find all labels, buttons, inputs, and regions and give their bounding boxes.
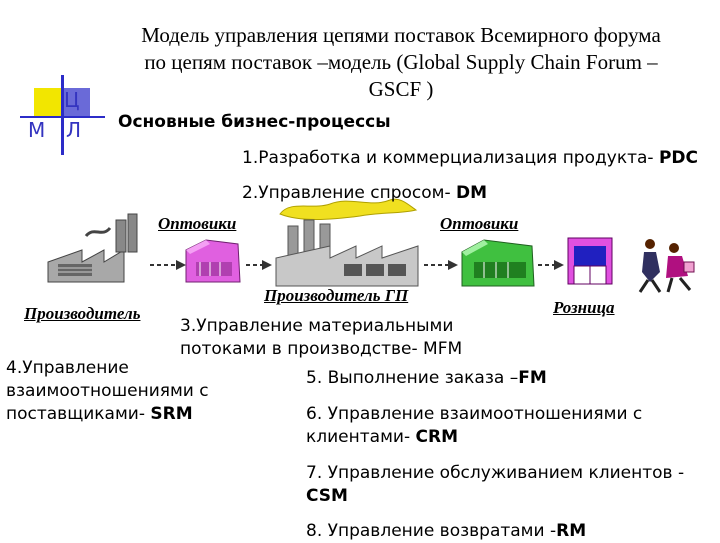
process-1-text: 1.Разработка и коммерциализация продукта… (242, 148, 659, 168)
process-7-acronym: CSM (306, 485, 684, 508)
process-2-acronym: DM (456, 183, 487, 203)
process-6-line-2: клиентами- CRM (306, 426, 642, 449)
process-8-acronym: RM (556, 521, 586, 541)
warehouse-icon (186, 240, 240, 282)
arrow-icon (538, 260, 564, 270)
process-8-text: 8. Управление возвратами - (306, 521, 556, 541)
arrow-icon (424, 260, 458, 270)
label-producer: Производитель (24, 304, 140, 324)
label-wholesale-right: Оптовики (440, 214, 518, 234)
arrow-icon (150, 260, 186, 270)
process-2: 2.Управление спросом- DM (242, 182, 487, 205)
process-4: 4.Управление взаимоотношениями с поставщ… (6, 357, 209, 426)
warehouse-icon (462, 240, 534, 286)
process-1-acronym: PDC (659, 148, 698, 168)
process-5-acronym: FM (518, 368, 547, 388)
process-4-line-1: 4.Управление (6, 357, 209, 380)
process-7: 7. Управление обслуживанием клиентов - C… (306, 462, 684, 508)
process-4-line-3: поставщиками- SRM (6, 403, 209, 426)
label-retail: Розница (553, 298, 615, 318)
process-4-line-3-text: поставщиками- (6, 404, 150, 424)
process-4-acronym: SRM (150, 404, 192, 424)
label-wholesale-left: Оптовики (158, 214, 236, 234)
process-5: 5. Выполнение заказа –FM (306, 367, 547, 390)
process-5-text: 5. Выполнение заказа – (306, 368, 518, 388)
process-3-line-1: 3.Управление материальными (180, 315, 462, 338)
factory-icon (276, 199, 418, 286)
store-icon (568, 238, 612, 284)
label-producer-gp: Производитель ГП (264, 286, 408, 306)
process-6-acronym: CRM (416, 427, 458, 447)
process-3: 3.Управление материальными потоками в пр… (180, 315, 462, 361)
process-2-text: 2.Управление спросом- (242, 183, 456, 203)
arrow-icon (246, 260, 272, 270)
process-4-line-2: взаимоотношениями с (6, 380, 209, 403)
process-1: 1.Разработка и коммерциализация продукта… (242, 147, 698, 170)
factory-icon (48, 214, 137, 282)
process-3-line-2: потоками в производстве- MFM (180, 338, 462, 361)
process-6-line-1: 6. Управление взаимоотношениями с (306, 403, 642, 426)
process-7-line-1: 7. Управление обслуживанием клиентов - (306, 462, 684, 485)
process-6-line-2-text: клиентами- (306, 427, 416, 447)
process-6: 6. Управление взаимоотношениями с клиент… (306, 403, 642, 449)
shoppers-icon (640, 239, 694, 292)
